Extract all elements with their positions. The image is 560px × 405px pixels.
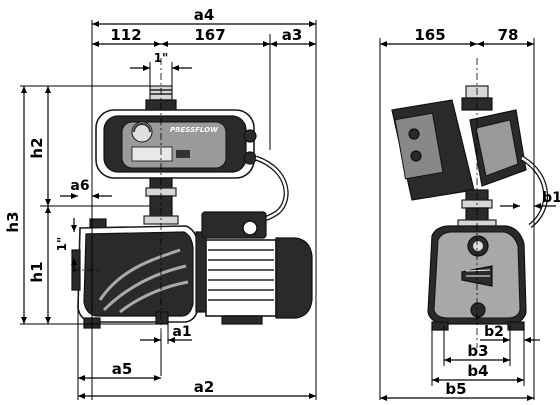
- dim-b3: b3: [467, 342, 488, 360]
- svg-text:PRESSFLOW: PRESSFLOW: [170, 126, 218, 134]
- dim-h2: h2: [28, 137, 46, 158]
- dim-a3: a3: [282, 26, 303, 44]
- dim-165: 165: [414, 26, 445, 44]
- dim-a1: a1: [172, 324, 191, 340]
- dim-h1: h1: [28, 261, 46, 282]
- side-view: PRESSFLOW: [4, 6, 317, 400]
- dim-112: 112: [110, 26, 141, 44]
- dim-78: 78: [498, 26, 519, 44]
- dim-a6: a6: [70, 178, 89, 194]
- pump-body: [71, 218, 199, 329]
- dim-a5: a5: [112, 360, 133, 378]
- dim-h3: h3: [4, 211, 22, 232]
- front-controller: [391, 99, 527, 201]
- dim-inch-side: 1": [55, 237, 69, 252]
- dim-a2: a2: [194, 378, 215, 396]
- dim-b4: b4: [467, 362, 488, 380]
- front-view: 165 78 b1 b2 b3 b4 b5: [379, 26, 560, 401]
- dim-a4: a4: [194, 6, 215, 24]
- dim-167: 167: [194, 26, 225, 44]
- dim-inch-top: 1": [154, 51, 169, 65]
- dim-b1: b1: [542, 190, 560, 206]
- motor: [195, 211, 313, 325]
- pressure-controller: PRESSFLOW: [95, 109, 257, 179]
- dim-b2: b2: [484, 324, 504, 340]
- dim-b5: b5: [445, 380, 466, 398]
